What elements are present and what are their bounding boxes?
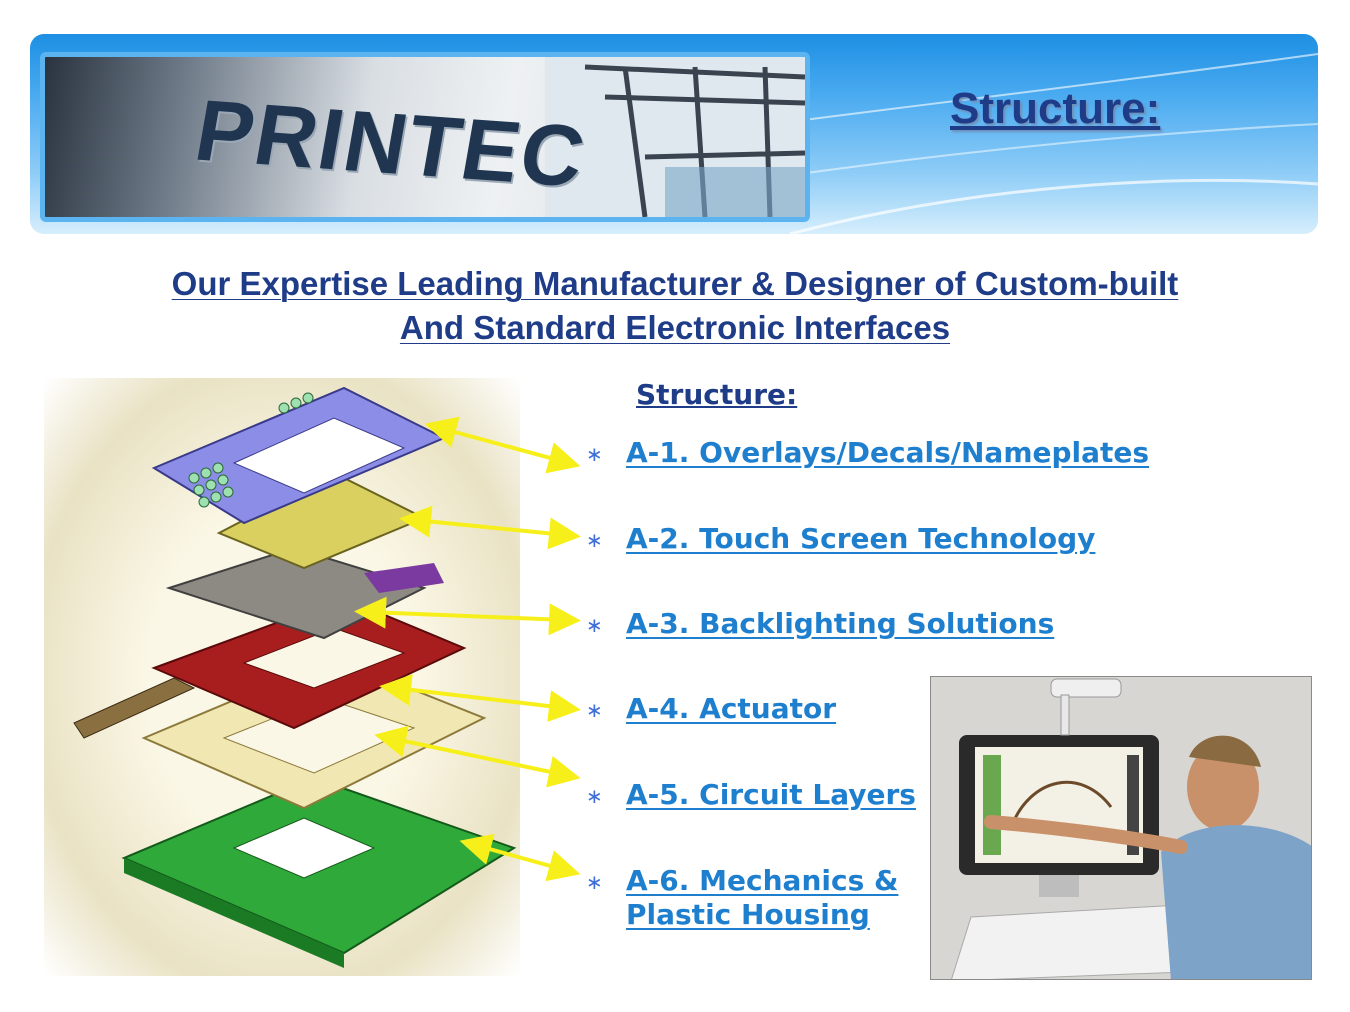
building-glass-decoration <box>545 57 805 217</box>
asterisk-bullet-icon: ∗ <box>586 698 603 722</box>
headline-line-2: And Standard Electronic Interfaces <box>399 309 951 346</box>
photo-illustration <box>931 677 1311 979</box>
mechanics-link-line-1: A-6. Mechanics & <box>626 864 899 897</box>
header-title: Structure: <box>950 84 1161 133</box>
asterisk-bullet-icon: ∗ <box>586 442 603 466</box>
mechanics-link-line-2: Plastic Housing <box>626 898 870 931</box>
circuit-layers-link[interactable]: A-5. Circuit Layers <box>626 778 916 811</box>
backlighting-link[interactable]: A-3. Backlighting Solutions <box>626 607 1055 640</box>
exploded-layer-illustration <box>44 378 520 976</box>
mechanics-link[interactable]: A-6. Mechanics & Plastic Housing <box>626 864 898 932</box>
touchscreen-user-photo <box>930 676 1312 980</box>
asterisk-bullet-icon: ∗ <box>586 870 603 894</box>
touch-screen-link[interactable]: A-2. Touch Screen Technology <box>626 522 1096 555</box>
structure-heading: Structure: <box>636 378 798 411</box>
company-logo-banner: PRINTEC <box>40 52 810 222</box>
overlays-link[interactable]: A-1. Overlays/Decals/Nameplates <box>626 436 1150 469</box>
asterisk-bullet-icon: ∗ <box>586 528 603 552</box>
headline: Our Expertise Leading Manufacturer & Des… <box>0 262 1350 350</box>
asterisk-bullet-icon: ∗ <box>586 784 603 808</box>
actuator-link[interactable]: A-4. Actuator <box>626 692 837 725</box>
headline-line-1: Our Expertise Leading Manufacturer & Des… <box>171 265 1179 302</box>
asterisk-bullet-icon: ∗ <box>586 613 603 637</box>
exploded-layers-svg <box>73 386 517 968</box>
